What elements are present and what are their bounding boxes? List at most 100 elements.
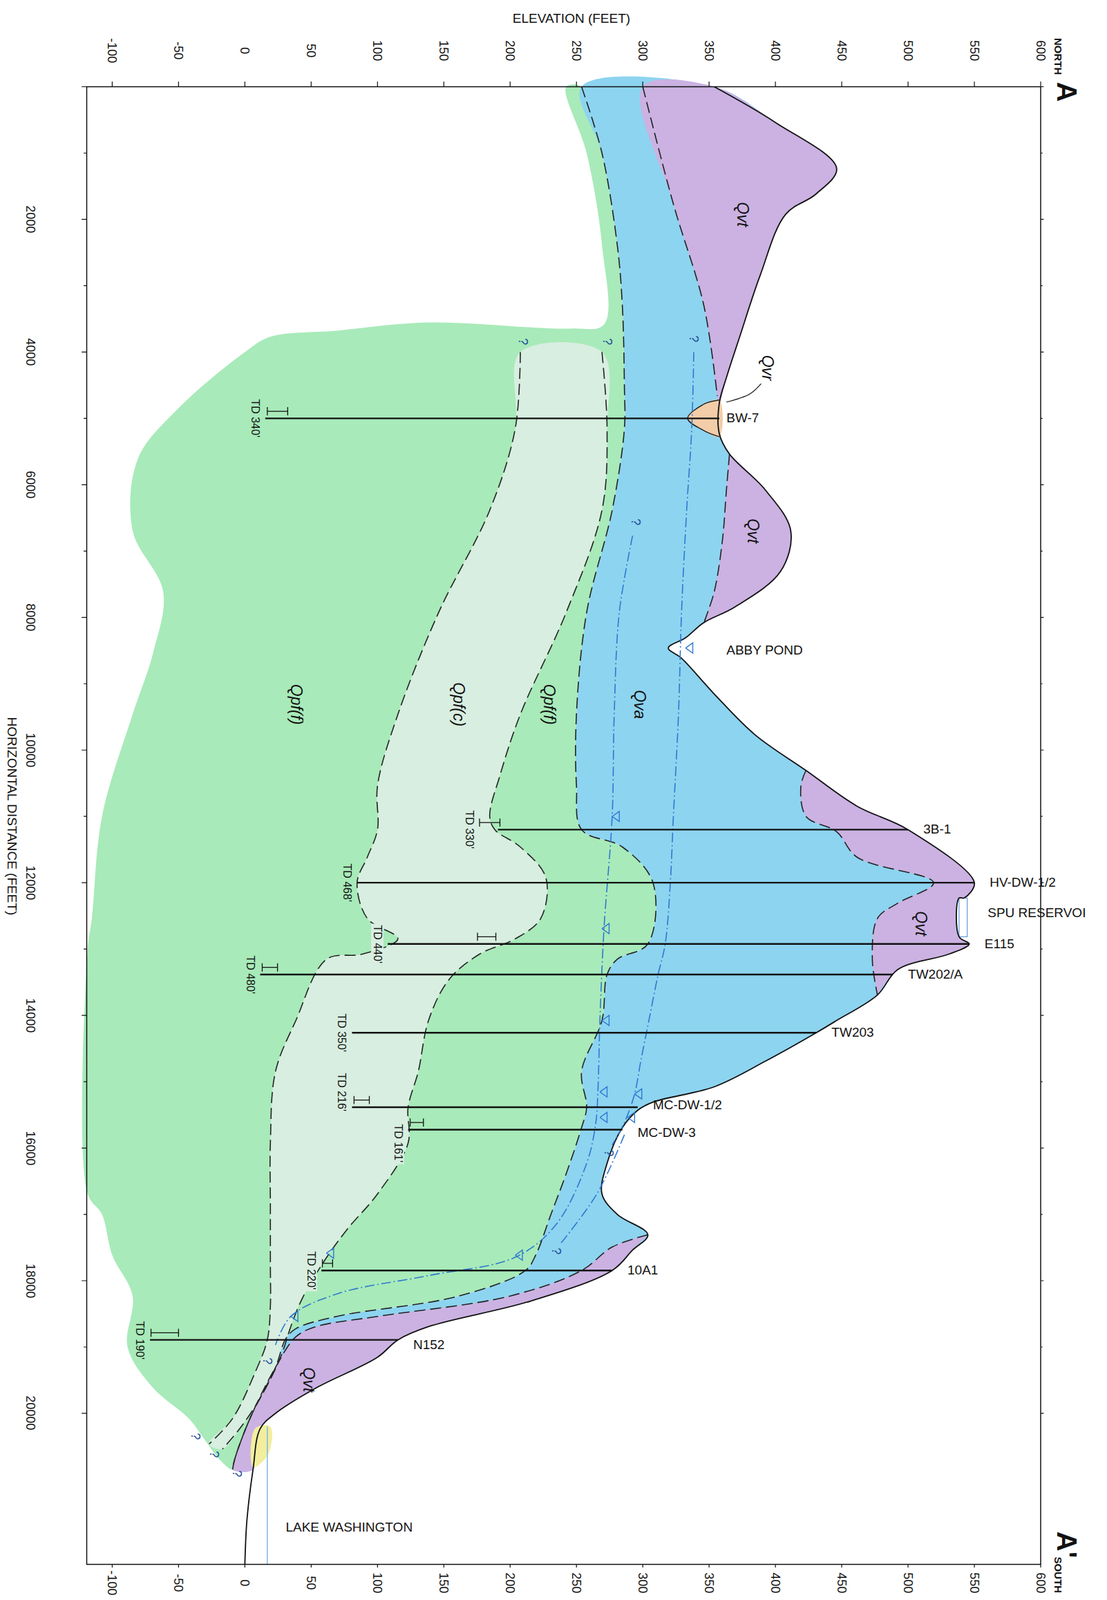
- water-level-symbol: [612, 811, 620, 822]
- axis-tick-label: 8000: [23, 603, 39, 631]
- well-label: MC-DW-1/2: [653, 1097, 723, 1113]
- contact-line: [232, 87, 657, 1470]
- well-label: TW202/A: [907, 966, 963, 982]
- depth-label: TD 480': [243, 953, 256, 996]
- well-line: [260, 973, 893, 976]
- unit-label: Qpf(f): [539, 684, 558, 725]
- query-mark: ?: [628, 518, 644, 526]
- axis-tick-label: 400: [768, 1572, 783, 1593]
- query-mark: ?: [207, 1450, 222, 1458]
- well-label: TW203: [831, 1024, 874, 1040]
- axis-tick: [81, 484, 1044, 486]
- axis-tick-label: -100: [105, 38, 120, 64]
- qvt-area: [232, 1234, 649, 1472]
- water-level-symbol: [515, 1250, 523, 1261]
- well-line: [321, 1269, 613, 1271]
- axis-tick: [81, 219, 1044, 220]
- axis-tick-label: 350: [702, 1572, 717, 1593]
- screen-interval: [151, 1328, 179, 1337]
- lake-surface: [266, 1426, 269, 1564]
- axis-tick-label: 450: [834, 1572, 850, 1593]
- axis-tick-label: 20000: [23, 1395, 39, 1431]
- axis-tick: [81, 1015, 1044, 1016]
- axis-tick: [775, 81, 777, 1568]
- water-level-symbol: [601, 1015, 609, 1026]
- screen-interval: [479, 818, 501, 827]
- depth-label: TD 220': [304, 1250, 318, 1292]
- query-mark: ?: [548, 1247, 564, 1255]
- depth-label: TD 440': [371, 923, 384, 965]
- axis-tick: [81, 1147, 1044, 1148]
- axis-tick-label: -50: [171, 1573, 186, 1592]
- axis-tick: [81, 351, 1044, 353]
- axis-tick-label: 100: [370, 40, 385, 62]
- axis-tick-label: 100: [370, 1572, 385, 1593]
- well-label: N152: [413, 1337, 445, 1353]
- axis-tick: [83, 1213, 1043, 1215]
- water-level-line: [275, 535, 633, 1345]
- axis-tick: [841, 81, 843, 1568]
- axis-tick: [377, 81, 378, 1568]
- well-line: [149, 1338, 399, 1340]
- axis-tick: [310, 81, 312, 1568]
- axis-tick: [708, 81, 710, 1568]
- direction-label: NORTH: [1052, 38, 1065, 75]
- axis-tick: [907, 81, 908, 1568]
- axis-tick-label: 16000: [23, 1130, 39, 1166]
- axis-tick: [642, 81, 644, 1568]
- axis-tick: [83, 1346, 1043, 1347]
- depth-label: TD 468': [339, 862, 353, 904]
- contacts: [209, 87, 975, 1565]
- axis-tick-label: 14000: [23, 997, 39, 1033]
- well-line: [387, 943, 970, 945]
- well-label: 3B-1: [923, 821, 951, 837]
- screen-interval: [410, 1118, 424, 1127]
- axis-tick: [81, 882, 1044, 884]
- axis-tick: [244, 81, 246, 1568]
- well-line: [408, 1128, 623, 1130]
- unit-label: Qvt: [743, 518, 762, 544]
- water-level-symbol: [685, 642, 693, 654]
- query-mark: ?: [259, 1357, 275, 1365]
- axis-tick-label: 550: [967, 40, 982, 62]
- screen-interval: [267, 407, 289, 416]
- contact-line: [222, 351, 608, 1449]
- axis-tick: [81, 1279, 1044, 1281]
- water-levels: [275, 351, 694, 1345]
- well-label: ABBY POND: [726, 642, 803, 658]
- unit-label: Qvt: [299, 1367, 318, 1393]
- query-mark: ?: [599, 337, 615, 345]
- axis-tick: [81, 1412, 1044, 1414]
- axis-tick-label: 300: [635, 1572, 651, 1593]
- water-level-symbol: [326, 1247, 334, 1259]
- unit-label: Qvr: [758, 354, 777, 381]
- axis-tick-label: 150: [436, 1572, 452, 1593]
- axis-tick: [178, 81, 179, 1568]
- axis-tick-label: 12000: [23, 865, 39, 900]
- axis-tick-label: 0: [237, 1578, 253, 1586]
- water-level-symbol: [627, 1111, 635, 1123]
- well-label: E115: [984, 936, 1015, 952]
- axis-tick: [83, 1080, 1043, 1082]
- well-label: BW-7: [726, 410, 759, 426]
- query-mark: ?: [229, 1469, 244, 1477]
- depth-label: TD 330': [462, 809, 476, 851]
- axis-tick-label: 150: [436, 40, 452, 62]
- section-letter: A: [1051, 81, 1083, 102]
- water-level-symbol: [601, 923, 609, 934]
- reservoir-symbol: [959, 897, 968, 937]
- depth-label: TD 216': [335, 1071, 348, 1113]
- axis-tick-label: 50: [304, 1575, 319, 1590]
- unit-label: Qvt: [733, 201, 752, 227]
- section-letter: A': [1051, 1531, 1084, 1558]
- axis-tick-label: 50: [304, 44, 319, 59]
- axis-tick: [81, 86, 1044, 88]
- water-level-line: [612, 351, 694, 1145]
- axis-tick-label: 18000: [23, 1263, 39, 1298]
- unit-label: Qvt: [912, 911, 931, 937]
- axis-tick-label: 0: [237, 47, 253, 55]
- axis-tick-label: 600: [1033, 40, 1049, 62]
- axis-tick-label: 2000: [23, 205, 39, 233]
- water-level-symbol: [290, 1310, 298, 1322]
